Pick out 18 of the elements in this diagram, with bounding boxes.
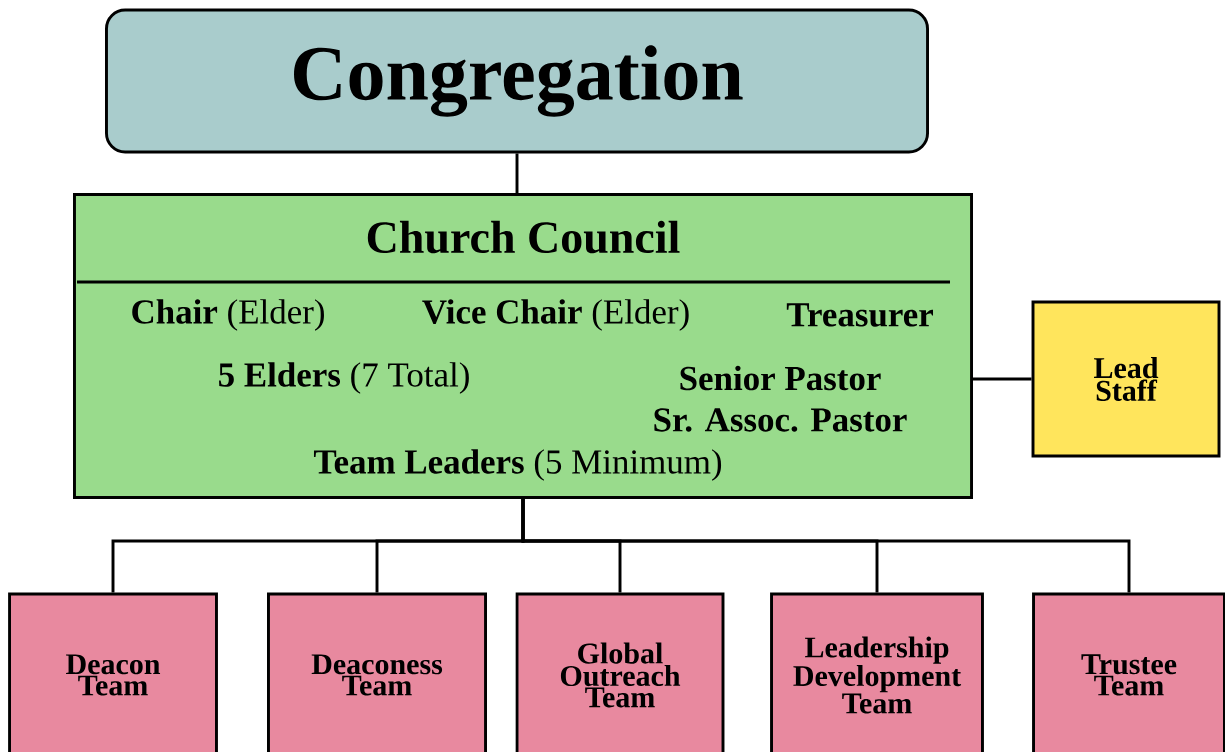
role-text: Team Leaders (5 Minimum)	[313, 449, 722, 481]
staff-box: Lead Staff	[1031, 300, 1221, 458]
team-box: Leadership Development Team	[770, 592, 984, 752]
role-text: Vice Chair (Elder)	[422, 299, 689, 331]
council-title: Church Council	[367, 220, 680, 254]
team-box: Deaconess Team	[267, 592, 487, 752]
role-text: Senior Pastor	[680, 365, 881, 391]
team-box: Global Outreach Team	[515, 592, 725, 752]
role-text: 5 Elders (7 Total)	[219, 362, 469, 394]
team-box: Deacon Team	[8, 592, 218, 752]
team-box: Trustee Team	[1032, 592, 1225, 752]
role-text: Sr. Assoc. Pastor	[654, 408, 907, 432]
connector-line	[515, 153, 519, 194]
heading-box: Congregation	[105, 8, 929, 154]
role-text: Chair (Elder)	[132, 299, 324, 331]
connector-line	[973, 377, 1032, 381]
connector-line	[521, 498, 1131, 593]
role-text: Treasurer	[786, 303, 933, 327]
